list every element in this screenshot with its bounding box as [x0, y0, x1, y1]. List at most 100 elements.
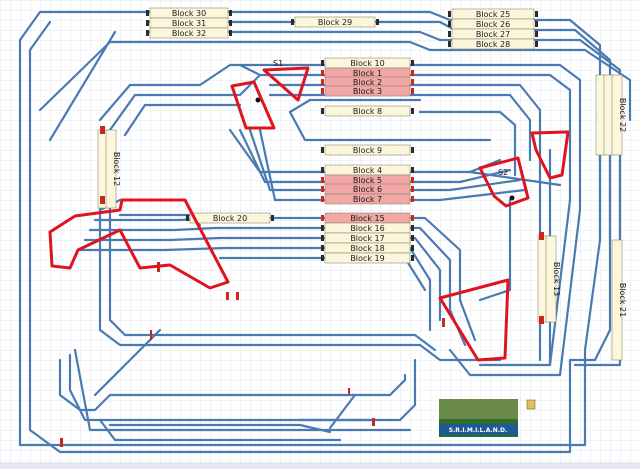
- block-box[interactable]: [189, 212, 271, 224]
- block-end-marker: [411, 255, 414, 261]
- block-end-marker: [321, 196, 324, 202]
- block-end-marker: [411, 79, 414, 85]
- block-end-marker: [229, 20, 232, 26]
- block-label: Block 4: [353, 166, 382, 175]
- block-label: Block 7: [353, 195, 382, 204]
- block-b29[interactable]: Block 29: [291, 16, 379, 28]
- block-end-marker: [321, 108, 324, 114]
- station-label-s1: S1: [273, 59, 283, 68]
- block-box[interactable]: [451, 38, 535, 50]
- block-b8[interactable]: Block 8: [321, 105, 414, 117]
- block-b19[interactable]: Block 19: [321, 252, 414, 264]
- block-end-marker: [448, 11, 451, 17]
- block-box[interactable]: [105, 129, 117, 209]
- block-label: Block 13: [552, 262, 561, 296]
- block-box[interactable]: [294, 16, 376, 28]
- block-b21[interactable]: Block 21: [611, 239, 627, 361]
- block-box[interactable]: [324, 252, 411, 264]
- block-end-marker: [146, 10, 149, 16]
- block-box[interactable]: [324, 193, 411, 205]
- block-end-marker: [321, 225, 324, 231]
- bottom-scrollbar-strip[interactable]: [0, 462, 640, 469]
- block-label: Block 9: [353, 146, 382, 155]
- block-end-marker: [411, 108, 414, 114]
- block-label: Block 27: [476, 30, 510, 39]
- block-b28[interactable]: Block 28: [448, 38, 538, 50]
- block-end-marker: [321, 79, 324, 85]
- block-b20[interactable]: Block 20: [186, 212, 274, 224]
- block-b13[interactable]: Block 13: [545, 235, 561, 323]
- block-box[interactable]: [611, 239, 623, 361]
- logo: S.R.I.M.I.L.A.N.D.: [439, 399, 536, 437]
- block-end-marker: [411, 147, 414, 153]
- block-end-marker: [146, 30, 149, 36]
- block-end-marker: [229, 10, 232, 16]
- block-box[interactable]: [324, 105, 411, 117]
- block-b30[interactable]: Block 30: [146, 7, 232, 19]
- station-marker-s1: [255, 97, 261, 103]
- block-end-marker: [229, 30, 232, 36]
- block-end-marker: [448, 41, 451, 47]
- block-box[interactable]: [545, 235, 557, 323]
- block-end-marker: [411, 235, 414, 241]
- block-b2[interactable]: Block 2: [321, 76, 414, 88]
- block-b12[interactable]: Block 12: [105, 129, 121, 209]
- block-b22[interactable]: Block 22: [611, 74, 627, 156]
- block-label: Block 30: [172, 9, 206, 18]
- block-end-marker: [535, 11, 538, 17]
- block-end-marker: [448, 31, 451, 37]
- block-end-marker: [535, 31, 538, 37]
- block-label: Block 1: [353, 69, 382, 78]
- block-box[interactable]: [611, 74, 623, 156]
- block-b18[interactable]: Block 18: [321, 242, 414, 254]
- block-b4[interactable]: Block 4: [321, 164, 414, 176]
- block-b9[interactable]: Block 9: [321, 144, 414, 156]
- block-end-marker: [411, 186, 414, 192]
- block-end-marker: [535, 21, 538, 27]
- block-label: Block 29: [318, 18, 352, 27]
- block-label: Block 12: [112, 152, 121, 186]
- block-end-marker: [321, 177, 324, 183]
- block-end-marker: [186, 215, 189, 221]
- block-end-marker: [321, 88, 324, 94]
- block-b27[interactable]: Block 27: [448, 28, 538, 40]
- block-b25[interactable]: Block 25: [448, 8, 538, 20]
- block-end-marker: [535, 41, 538, 47]
- tracks[interactable]: [18, 10, 632, 454]
- block-box[interactable]: [324, 144, 411, 156]
- block-b3[interactable]: Block 3: [321, 85, 414, 97]
- block-b7[interactable]: Block 7: [321, 193, 414, 205]
- block-end-marker: [291, 19, 294, 25]
- block-box[interactable]: [324, 85, 411, 97]
- block-label: Block 22: [618, 98, 627, 132]
- block-end-marker: [321, 186, 324, 192]
- station-label-s2: S2: [498, 168, 508, 177]
- block-b26[interactable]: Block 26: [448, 18, 538, 30]
- block-b32[interactable]: Block 32: [146, 27, 232, 39]
- block-label: Block 32: [172, 29, 206, 38]
- block-label: Block 15: [350, 214, 384, 223]
- block-b17[interactable]: Block 17: [321, 232, 414, 244]
- block-b1[interactable]: Block 1: [321, 67, 414, 79]
- block-b5[interactable]: Block 5: [321, 174, 414, 186]
- block-end-marker: [321, 245, 324, 251]
- block-b6[interactable]: Block 6: [321, 183, 414, 195]
- block-end-marker: [411, 196, 414, 202]
- block-end-marker: [411, 70, 414, 76]
- logo-text: S.R.I.M.I.L.A.N.D.: [449, 427, 508, 434]
- block-box[interactable]: [149, 27, 229, 39]
- block-end-marker: [321, 147, 324, 153]
- block-end-marker: [411, 88, 414, 94]
- block-end-marker: [411, 177, 414, 183]
- block-b31[interactable]: Block 31: [146, 17, 232, 29]
- block-end-marker: [321, 70, 324, 76]
- block-label: Block 28: [476, 40, 510, 49]
- block-b15[interactable]: Block 15: [321, 212, 414, 224]
- block-end-marker: [321, 167, 324, 173]
- block-b16[interactable]: Block 16: [321, 222, 414, 234]
- block-b10[interactable]: Block 10: [321, 57, 414, 69]
- block-end-marker: [411, 215, 414, 221]
